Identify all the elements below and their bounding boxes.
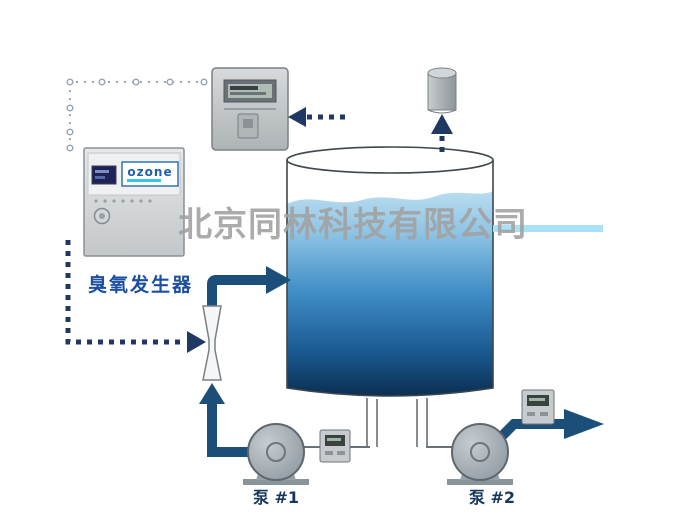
generator-display-row	[95, 170, 109, 173]
signal-arrow-tank-to-controller	[288, 107, 346, 127]
tank-outlet-stubs	[366, 398, 428, 447]
controller-button-inner	[243, 119, 253, 128]
flow-meter-2	[521, 389, 555, 425]
controller-device	[211, 67, 289, 151]
vent-cylinder	[427, 67, 457, 114]
pump1-hub	[266, 442, 286, 462]
vent-cylinder-top	[427, 67, 457, 79]
sensor-line	[493, 225, 603, 232]
vent-cylinder-bottom	[427, 109, 457, 114]
meter1-button-a	[325, 451, 333, 455]
tank-water	[287, 191, 493, 396]
ozone-brand-label: ozone	[127, 165, 172, 179]
meter2-button-a	[527, 412, 535, 416]
controller-screen-row	[230, 86, 258, 90]
meter1-display-row	[327, 438, 341, 441]
tank	[286, 146, 494, 447]
pump1-base	[243, 479, 309, 485]
pump2-base	[447, 479, 513, 485]
generator-display-row2	[95, 176, 105, 179]
tank-outline	[286, 160, 494, 397]
chain-link-generator-to-controller	[66, 78, 208, 152]
chain-link-nodes	[66, 78, 208, 152]
arrow-output-right	[564, 409, 604, 439]
flow-meter-1	[319, 429, 351, 463]
chain-link-line	[69, 81, 206, 148]
ozone-feed-dots	[65, 240, 184, 345]
meter1-button-b	[337, 451, 345, 455]
arrow-into-tank	[266, 266, 291, 294]
tank-top-ellipse	[286, 146, 494, 174]
ozone-generator-device: ozone	[83, 147, 185, 257]
meter2-display-row	[529, 398, 545, 401]
pump2-housing	[451, 423, 509, 481]
pump-1	[243, 423, 309, 485]
pump1-housing	[247, 423, 305, 481]
signal-arrowhead-left	[288, 107, 306, 127]
pipe-venturi-to-tank	[207, 275, 268, 306]
pump2-label: 泵 #2	[468, 488, 515, 507]
arrow-up-to-venturi	[199, 383, 225, 404]
pump-2	[447, 423, 513, 485]
meter2-button-b	[540, 412, 548, 416]
pipe-pump2-outlet	[492, 419, 566, 446]
ozone-feed-dotted-line	[65, 240, 206, 353]
pump2-hub	[470, 442, 490, 462]
vent-cylinder-body	[427, 72, 457, 111]
controller-divider	[224, 108, 276, 110]
pump1-label: 泵 #1	[252, 488, 299, 507]
watermark-text: 北京同林科技有限公司	[178, 205, 528, 245]
generator-vent-dots	[94, 199, 152, 203]
venturi-injector	[202, 305, 222, 381]
ozone-brand-stripe	[127, 179, 161, 182]
vent-dotted-arrow	[431, 114, 453, 152]
generator-knob-center	[99, 213, 105, 219]
controller-screen-row2	[230, 92, 266, 95]
ozone-generator-label: 臭氧发生器	[88, 273, 193, 296]
generator-display	[91, 165, 117, 185]
vent-arrowhead-up	[431, 114, 453, 134]
pipe-pump1-to-venturi	[207, 398, 252, 457]
ozone-feed-arrowhead	[187, 331, 206, 353]
